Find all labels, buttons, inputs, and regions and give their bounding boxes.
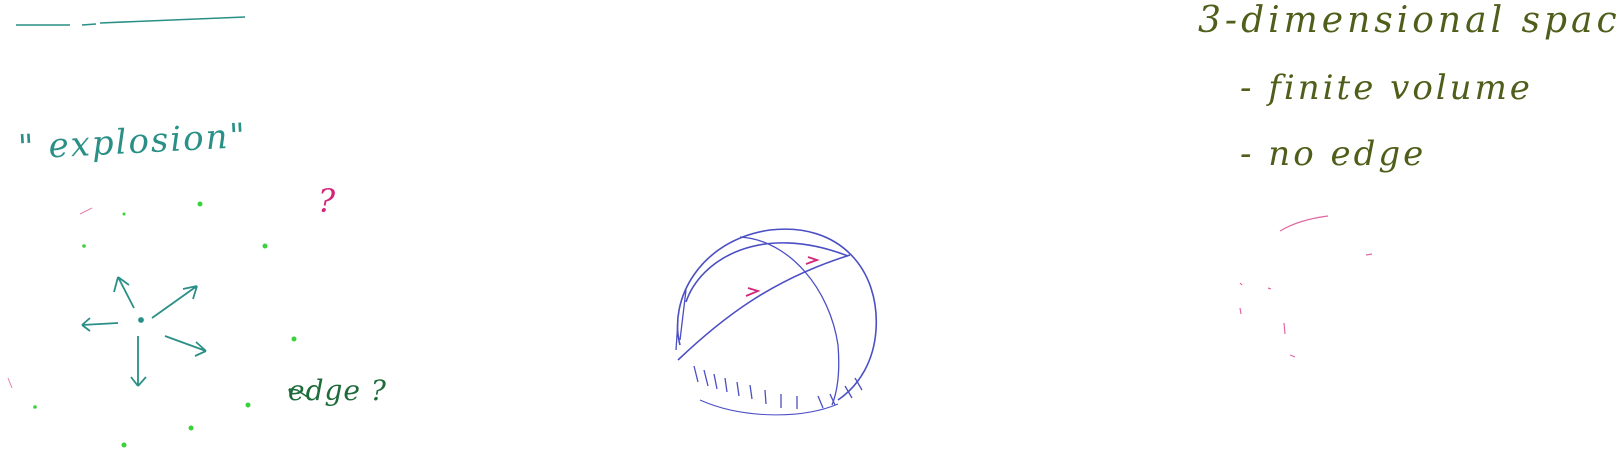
right-faint-marks: [1239, 215, 1373, 358]
underline-stroke: [16, 16, 246, 26]
direction-arrows: [745, 256, 820, 297]
question-mark: ?: [318, 182, 336, 220]
edge-label: edge ?: [288, 374, 387, 407]
green-dots: [33, 201, 297, 448]
faint-marks: [7, 207, 93, 389]
finite-volume-item: - finite volume: [1240, 68, 1533, 108]
sphere-sketch-icon: [675, 228, 877, 416]
explosion-label: " explosion": [17, 116, 249, 168]
sphere-hatching: [675, 289, 863, 409]
no-edge-item: - no edge: [1240, 134, 1427, 174]
space-title: 3-dimensional spac: [1198, 0, 1621, 41]
explosion-arrows-icon: [81, 276, 207, 387]
